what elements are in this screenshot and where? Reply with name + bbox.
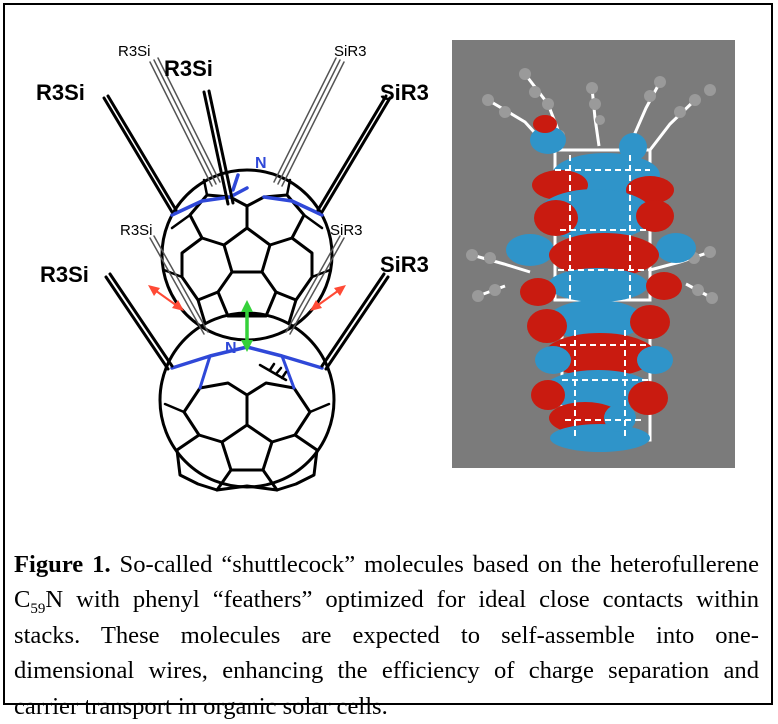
label-top-left-back: R3Si [118, 43, 151, 60]
label-top-right-front: SiR3 [380, 80, 429, 105]
label-bottom-right: SiR3 [380, 252, 429, 277]
upper-back-arms [149, 57, 345, 187]
label-bottom-left: R3Si [40, 262, 89, 287]
caption-text-end: N with phenyl “feathers” optimized for i… [14, 586, 759, 720]
figure-caption: Figure 1. So-called “shuttlecock” molecu… [14, 547, 759, 724]
lower-back-arms [149, 235, 345, 335]
label-mid-right-back: SiR3 [330, 222, 363, 239]
molecule-diagram: R3Si R3Si R3Si SiR3 SiR3 R3Si SiR3 R3Si … [36, 43, 429, 492]
nitrogen-label-bottom: N [225, 340, 237, 357]
label-top-center: R3Si [164, 56, 213, 81]
nitrogen-label-top: N [255, 155, 267, 172]
caption-text-start: So-called “shuttlecock” molecules based … [14, 550, 759, 614]
orbital-rendering [452, 40, 735, 468]
cage-bonds [555, 155, 650, 440]
caption-subscript: 59 [30, 601, 46, 617]
label-mid-left-back: R3Si [120, 222, 153, 239]
label-top-left-front: R3Si [36, 80, 85, 105]
caption-label: Figure 1. [14, 550, 111, 578]
figure-artwork: R3Si R3Si R3Si SiR3 SiR3 R3Si SiR3 R3Si … [36, 40, 735, 492]
label-top-right-back: SiR3 [334, 43, 367, 60]
upper-alkyne-arms [102, 89, 392, 214]
lower-alkyne-arms [104, 272, 390, 371]
contact-arrows [148, 285, 346, 352]
